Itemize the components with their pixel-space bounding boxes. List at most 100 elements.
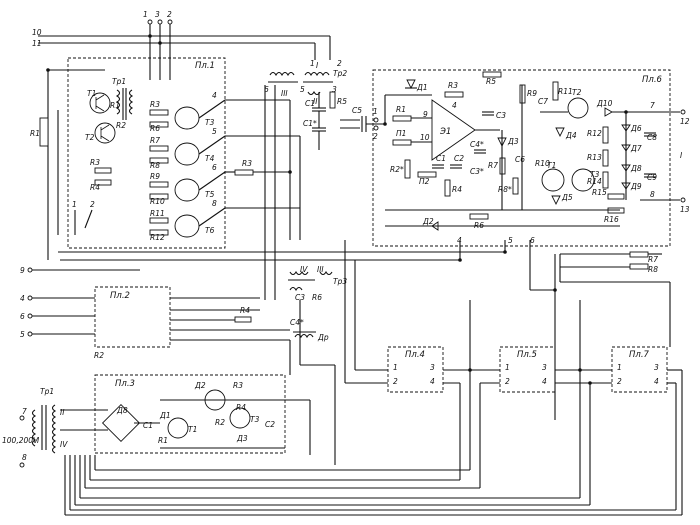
- opamp-capacitors: [432, 111, 494, 169]
- pl1-left-wiring: [39, 69, 105, 260]
- pin-label-10: 10: [32, 28, 42, 37]
- pin-7-pl6: 7: [650, 101, 655, 110]
- label-R3-left: R3: [90, 158, 100, 167]
- transistor-T1-pl3: [167, 417, 189, 439]
- label-C3-pl6: C3: [496, 111, 506, 120]
- label-R13-pl6: R13: [587, 153, 602, 162]
- terminal-12: [680, 109, 686, 115]
- label-C3s: C3*: [470, 167, 484, 176]
- input-C5: [340, 116, 385, 132]
- label-R8: R8: [150, 161, 160, 170]
- label-R7-pl6: R7: [488, 161, 498, 170]
- label-C7: C7: [538, 97, 548, 106]
- label-C1-pl3: C1: [143, 421, 153, 430]
- label-R15-pl6: R15: [592, 188, 607, 197]
- terminal-4: [27, 295, 33, 301]
- label-R6: R6: [150, 124, 160, 133]
- pin-label-4: 4: [20, 294, 25, 303]
- label-I-tp2: I: [316, 61, 319, 70]
- pin-label-11: 11: [32, 39, 42, 48]
- resistor-R7-ext: [629, 251, 649, 258]
- resistor-R8s: [512, 177, 519, 195]
- label-I-tp1: I: [37, 436, 40, 445]
- resistor-R1-pl6: [392, 115, 412, 122]
- top-bus-wires: [38, 19, 331, 80]
- diode-D4: [555, 127, 565, 138]
- label-II-tp1: II: [60, 408, 65, 417]
- pl5-pin4: 4: [542, 377, 547, 386]
- pin-label-3-top: 3: [155, 10, 160, 19]
- diode-D1-pl6: [406, 79, 416, 90]
- pl7-pin3: 3: [654, 363, 659, 372]
- label-R2s: R2*: [390, 165, 404, 174]
- pin-3-tp2: 3: [332, 85, 337, 94]
- pl4-pin1: 1: [393, 363, 398, 372]
- pin-6-pl1: 6: [212, 163, 217, 172]
- label-R3-pl6: R3: [448, 81, 458, 90]
- pin-6-pl6: 6: [530, 236, 535, 245]
- board-pl2-label: Пл.2: [110, 291, 130, 301]
- terminal-9: [27, 267, 33, 273]
- label-R6-tp3: R6: [312, 293, 322, 302]
- label-T3-pl6: T3: [590, 170, 600, 179]
- label-D2-pl3: Д2: [194, 381, 206, 390]
- resistor-R5-pl6: [482, 71, 502, 78]
- label-R3-pl3: R3: [233, 381, 243, 390]
- label-C4s: C4*: [470, 140, 484, 149]
- label-D1-pl6: Д1: [416, 83, 428, 92]
- terminal-5: [27, 331, 33, 337]
- board-pl4-label: Пл.4: [405, 350, 425, 360]
- label-R4-pl6: R4: [452, 185, 462, 194]
- pl7-pin2: 2: [617, 377, 622, 386]
- transformer-tp3: [288, 270, 333, 292]
- resistor-R14-pl6: [602, 171, 609, 189]
- pl5-pin3: 3: [542, 363, 547, 372]
- label-C2-pl3: C2: [265, 420, 275, 429]
- label-IV-tp1: IV: [60, 440, 68, 449]
- pin-8-tp1: 8: [22, 453, 27, 462]
- label-D1-pl3: Д1: [159, 411, 171, 420]
- label-T3-pl3: T3: [250, 415, 260, 424]
- label-III-tp3: III: [317, 265, 324, 274]
- resistor-R8-ext: [629, 263, 649, 270]
- transistor-T1-pl6: [541, 168, 565, 192]
- label-R16-pl6: R16: [604, 215, 619, 224]
- pl4-pin2: 2: [393, 377, 398, 386]
- pl4-pin4: 4: [430, 377, 435, 386]
- label-R5-pl6: R5: [486, 77, 496, 86]
- label-R10: R10: [150, 197, 165, 206]
- pl4-pin3: 3: [430, 363, 435, 372]
- label-T3: T3: [205, 118, 215, 127]
- pin-label-12: 12: [680, 117, 690, 126]
- label-T1-pl3: T1: [188, 425, 197, 434]
- pin-7-tp1: 7: [22, 407, 27, 416]
- label-C9: C9: [647, 173, 657, 182]
- op-amp-E1: [431, 99, 476, 161]
- board-pl1: [67, 57, 226, 249]
- interconnect-wiring: [58, 240, 683, 516]
- label-R12: R12: [150, 233, 165, 242]
- label-dr: Др: [317, 333, 329, 342]
- label-R4-pl2: R4: [240, 306, 250, 315]
- label-T6: T6: [205, 226, 215, 235]
- transistor-T2: [94, 122, 116, 144]
- label-R2-pl2: R2: [94, 351, 104, 360]
- pin-5-tp2: 5: [300, 85, 305, 94]
- terminal-13: [680, 197, 686, 203]
- label-D3-pl3: Д3: [236, 434, 248, 443]
- label-tp2: Тр2: [333, 69, 347, 78]
- label-P1: П1: [396, 129, 406, 138]
- pin-1-pl6: 1: [373, 107, 378, 116]
- label-IV-tp3: IV: [300, 265, 308, 274]
- label-R2-pl3: R2: [215, 418, 225, 427]
- label-R5: R5: [337, 97, 347, 106]
- transformer-tp1-bottom: [31, 404, 57, 454]
- pl3-bridge: [101, 403, 141, 443]
- pin-label-2-top: 2: [167, 10, 172, 19]
- label-D3-pl6: Д3: [507, 137, 519, 146]
- transformer-tp2: [268, 71, 333, 96]
- label-C5: C5: [352, 106, 362, 115]
- label-R4-left: R4: [90, 183, 100, 192]
- label-T5: T5: [205, 190, 215, 199]
- label-D4: Д4: [565, 131, 577, 140]
